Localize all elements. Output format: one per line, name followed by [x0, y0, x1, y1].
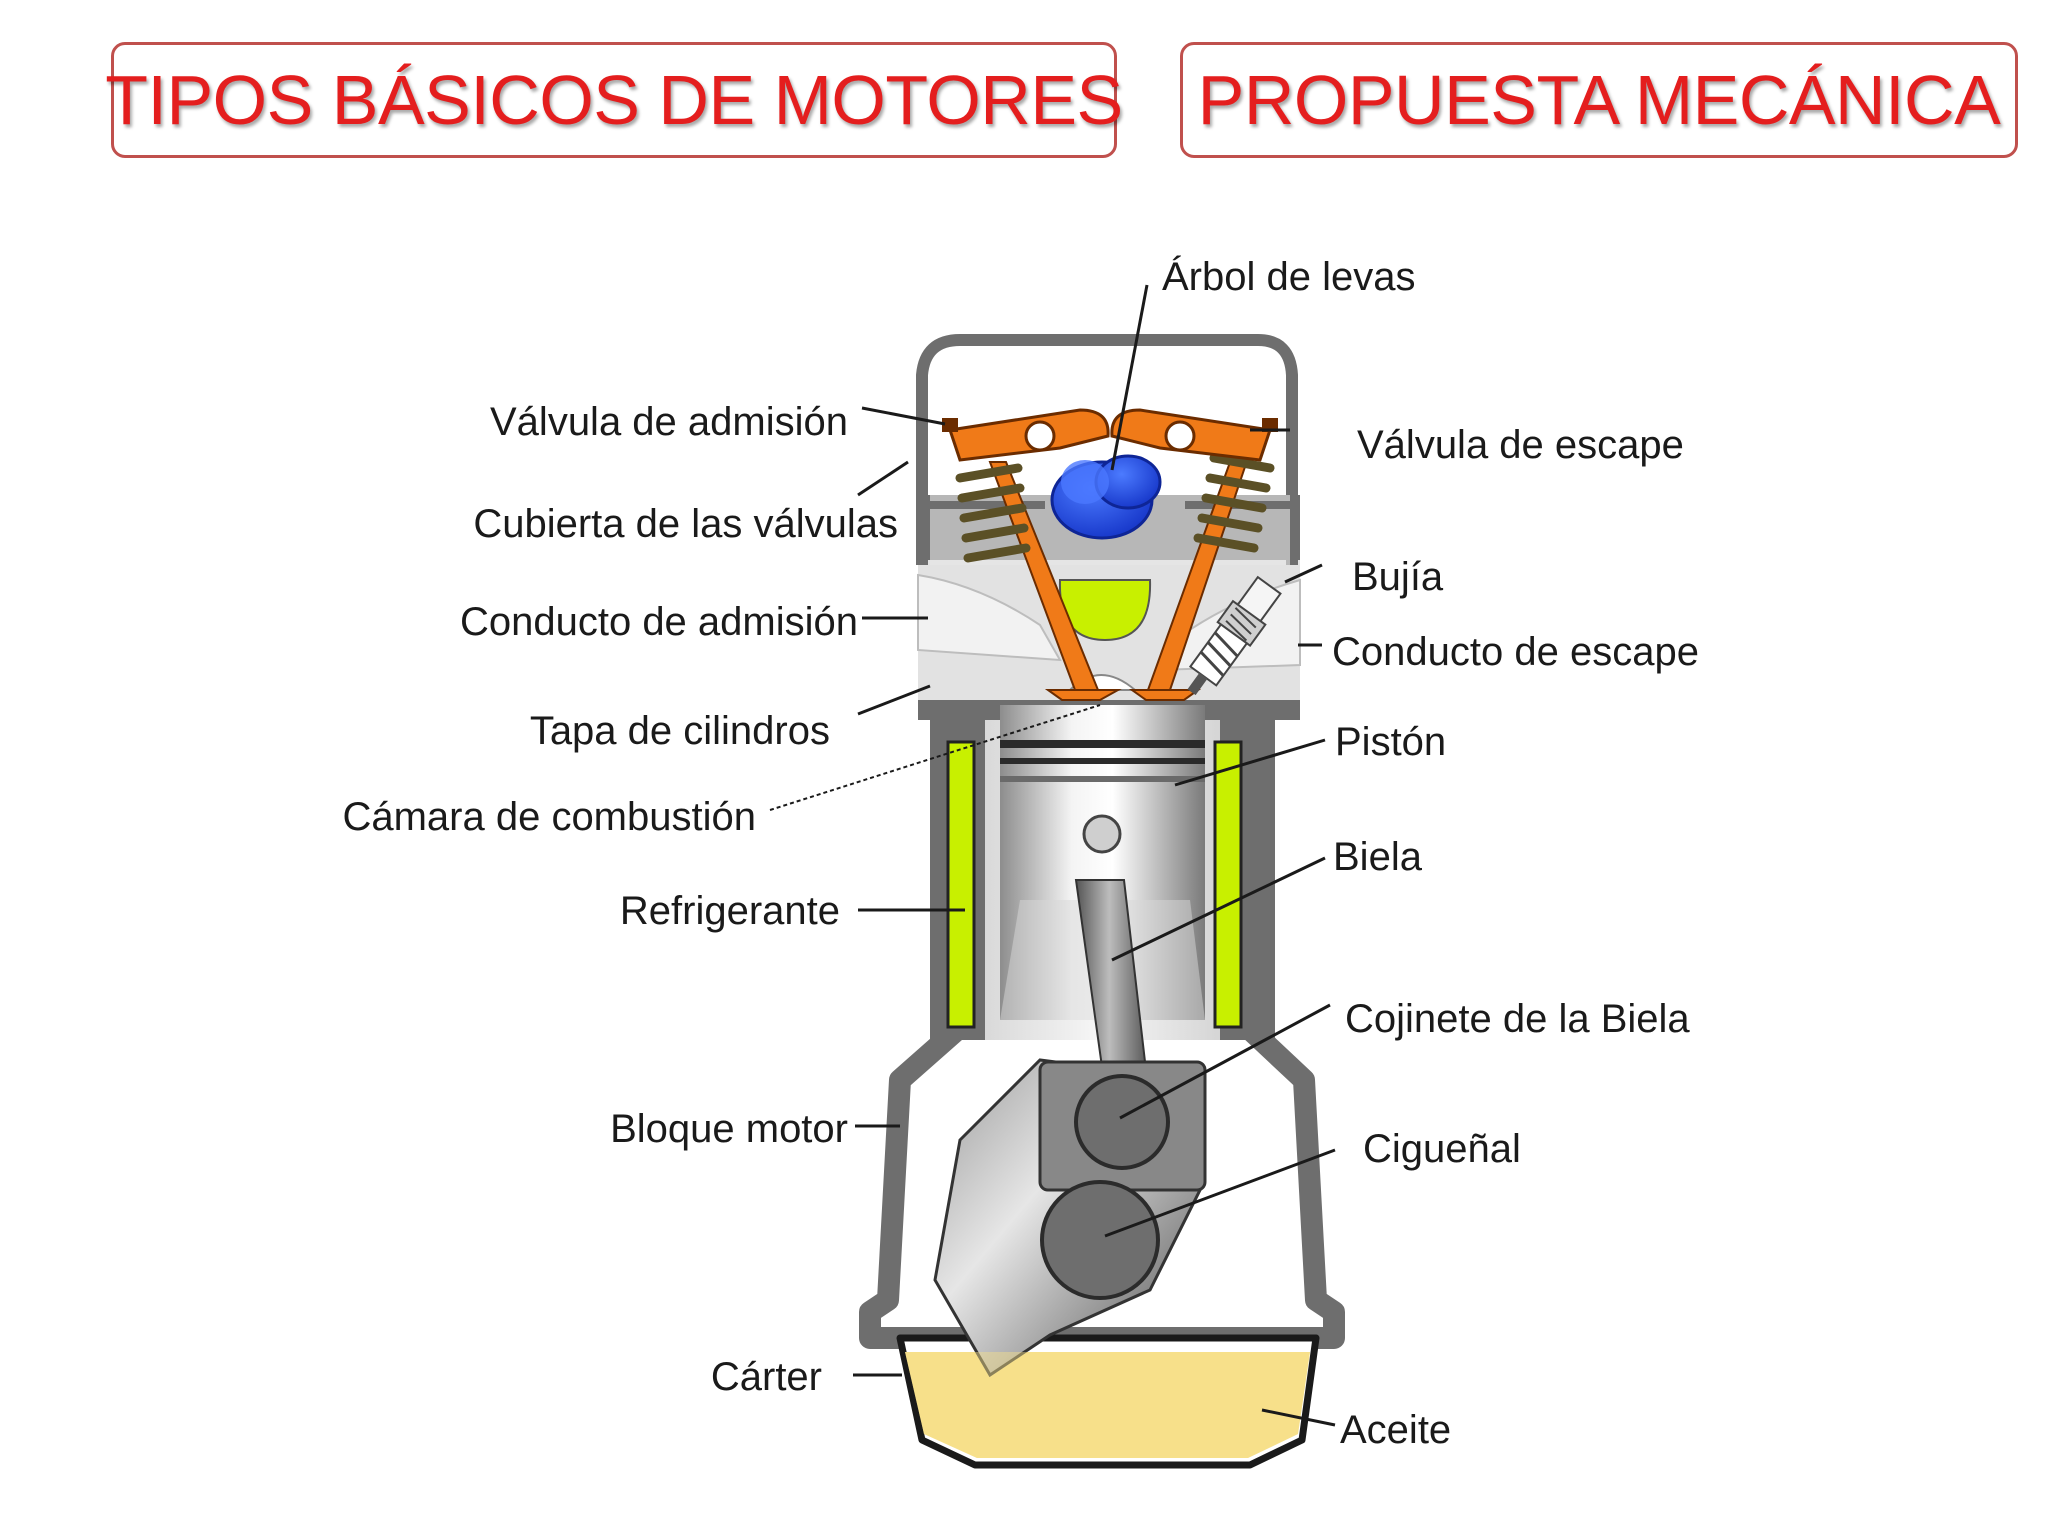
intake-spring [955, 463, 1031, 563]
label-conducto-admision: Conducto de admisión [460, 600, 858, 644]
label-cigueñal: Cigueñal [1363, 1127, 1521, 1171]
label-bujia: Bujía [1352, 555, 1444, 599]
title-box-right: PROPUESTA MECÁNICA [1180, 42, 2018, 158]
label-arbol-de-levas: Árbol de levas [1162, 254, 1415, 299]
label-valvula-admision: Válvula de admisión [490, 400, 848, 444]
oil-fill [905, 1352, 1310, 1458]
crankshaft [933, 1058, 1207, 1378]
label-carter: Cárter [711, 1355, 822, 1399]
crank-journal [1040, 1180, 1160, 1300]
rod-bearing [1074, 1074, 1170, 1170]
exhaust-spring [1193, 453, 1275, 553]
rocker-arms [942, 408, 1278, 462]
label-aceite: Aceite [1340, 1408, 1451, 1452]
label-piston: Pistón [1335, 720, 1446, 764]
label-refrigerante: Refrigerante [620, 889, 840, 933]
label-camara-combustion: Cámara de combustión [342, 795, 756, 839]
title-propuesta-mecanica: PROPUESTA MECÁNICA [1197, 61, 2001, 139]
label-cubierta-valvulas: Cubierta de las válvulas [473, 502, 898, 546]
oil-pan [896, 1334, 1320, 1469]
camshaft [1050, 454, 1162, 540]
label-conducto-escape: Conducto de escape [1332, 630, 1699, 674]
label-tapa-cilindros: Tapa de cilindros [530, 709, 830, 753]
title-box-left: TIPOS BÁSICOS DE MOTORES [105, 42, 1123, 158]
title-tipos-basicos: TIPOS BÁSICOS DE MOTORES [105, 61, 1123, 139]
leader-lines [769, 284, 1336, 1427]
label-bloque-motor: Bloque motor [610, 1107, 848, 1151]
label-valvula-escape: Válvula de escape [1357, 423, 1684, 467]
coolant-right [1213, 740, 1243, 1029]
intake-valve [988, 461, 1122, 701]
spark-plug [1187, 575, 1282, 696]
label-biela: Biela [1333, 835, 1423, 879]
coolant-left [946, 740, 976, 1029]
label-cojinete-biela: Cojinete de la Biela [1345, 997, 1690, 1041]
